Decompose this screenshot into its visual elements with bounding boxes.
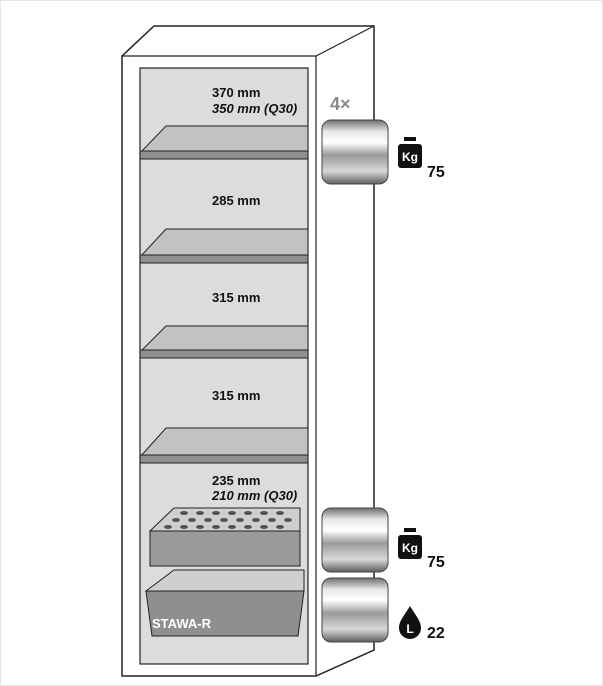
volume-value: 22	[427, 625, 445, 642]
top-weight-unit: Kg	[402, 150, 418, 164]
top-weight-icon: Kg	[398, 137, 422, 168]
top-weight-value: 75	[427, 164, 445, 181]
middle-weight-icon: Kg	[398, 528, 422, 559]
compartment-3-height: 315 mm	[212, 290, 260, 305]
top-shelf-pack: Kg 75	[321, 119, 445, 185]
perforated-insert	[148, 507, 301, 567]
middle-weight-value: 75	[427, 554, 445, 571]
shelf-4	[138, 427, 309, 464]
perforation-holes	[164, 511, 292, 529]
compartment-5-q30: 210 mm (Q30)	[211, 488, 297, 503]
stawa-tray: STAWA-R	[144, 569, 305, 637]
compartment-4-height: 315 mm	[212, 388, 260, 403]
liter-drop-icon: L	[399, 606, 421, 639]
middle-cylinder-icon	[321, 507, 389, 573]
compartment-1-height: 370 mm	[212, 85, 260, 100]
bottom-tray-pack: L 22	[321, 577, 445, 643]
shelf-2	[138, 228, 309, 264]
tray-label: STAWA-R	[152, 616, 212, 631]
middle-shelf-pack: Kg 75	[321, 507, 445, 573]
cabinet-top-edge	[315, 25, 375, 57]
bottom-cylinder-icon	[321, 577, 389, 643]
compartment-labels: 370 mm 350 mm (Q30) 285 mm 315 mm 315 mm…	[211, 85, 297, 503]
shelf-3	[138, 325, 309, 359]
middle-weight-unit: Kg	[402, 541, 418, 555]
compartment-2-height: 285 mm	[212, 193, 260, 208]
compartment-1-q30: 350 mm (Q30)	[212, 101, 297, 116]
volume-unit: L	[406, 622, 413, 636]
compartment-5-height: 235 mm	[212, 473, 260, 488]
top-cylinder-icon	[321, 119, 389, 185]
shelf-1	[138, 125, 309, 160]
quantity-label: 4×	[330, 94, 351, 114]
